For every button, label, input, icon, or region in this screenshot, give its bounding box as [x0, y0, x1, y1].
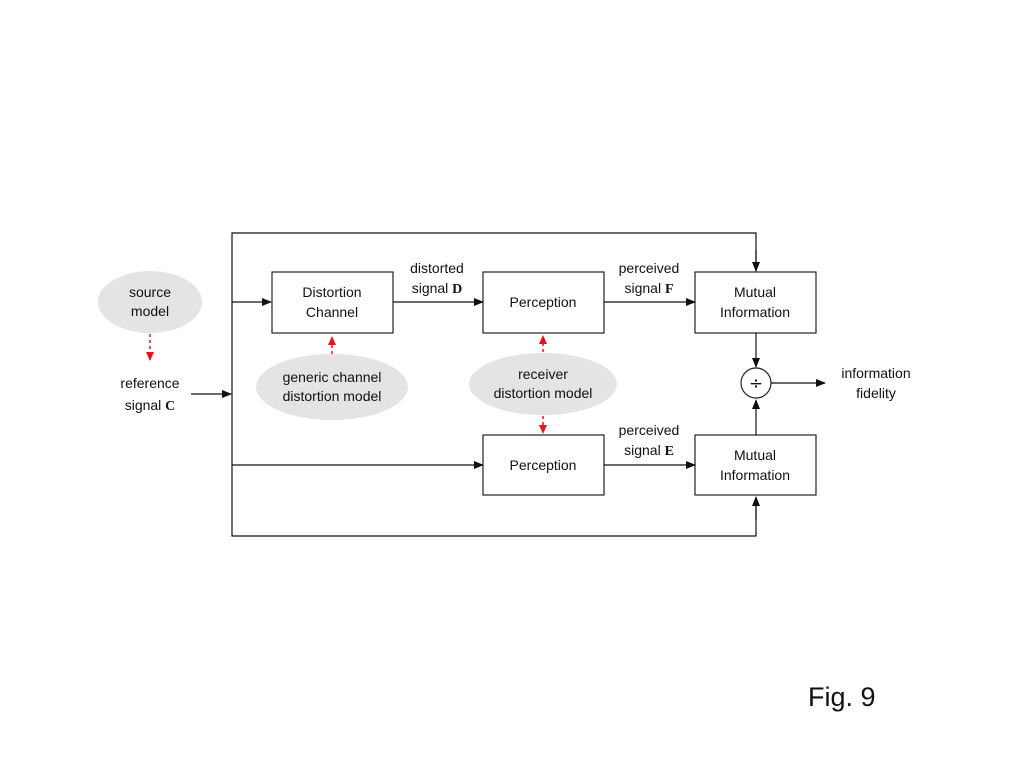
perception-bottom-box — [482, 434, 605, 496]
mutual-info-top-box — [694, 271, 817, 334]
divide-icon: ÷ — [749, 374, 763, 394]
distortion-channel-box — [271, 271, 394, 334]
perceived-signal-e-label-1: perceived — [619, 422, 680, 438]
source-model-label-1: source — [129, 284, 171, 300]
receiver-model-ellipse — [469, 353, 617, 415]
mutual-info-top-label-1: Mutual — [734, 284, 776, 300]
perceived-signal-f-label-2: signal F — [624, 280, 673, 297]
perceived-signal-e-label-2: signal E — [624, 442, 674, 459]
distortion-channel-label-1: Distortion — [302, 284, 361, 300]
receiver-model-label-2: distortion model — [494, 385, 593, 401]
source-model-ellipse — [98, 271, 202, 333]
generic-channel-model-label-2: distortion model — [283, 388, 382, 404]
perceived-signal-f-label-1: perceived — [619, 260, 680, 276]
reference-signal-label-1: reference — [120, 375, 179, 391]
perception-bottom-label: Perception — [510, 457, 577, 473]
distorted-signal-label-1: distorted — [410, 260, 464, 276]
perception-top-label: Perception — [510, 294, 577, 310]
reference-signal-label-2: signal C — [125, 397, 176, 414]
mutual-info-bottom-label-2: Information — [720, 467, 790, 483]
figure-label: Fig. 9 — [808, 682, 876, 712]
distortion-channel-label-2: Channel — [306, 304, 358, 320]
generic-channel-model-label-1: generic channel — [283, 369, 382, 385]
mutual-info-bottom-box — [694, 434, 817, 496]
receiver-model-label-1: receiver — [518, 366, 568, 382]
generic-channel-model-ellipse — [256, 354, 408, 420]
information-fidelity-label-1: information — [841, 365, 910, 381]
mutual-info-bottom-label-1: Mutual — [734, 447, 776, 463]
distorted-signal-label-2: signal D — [412, 280, 463, 297]
information-fidelity-label-2: fidelity — [856, 385, 896, 401]
outer-bus-line — [231, 232, 757, 537]
source-model-label-2: model — [131, 303, 169, 319]
mutual-info-top-label-2: Information — [720, 304, 790, 320]
